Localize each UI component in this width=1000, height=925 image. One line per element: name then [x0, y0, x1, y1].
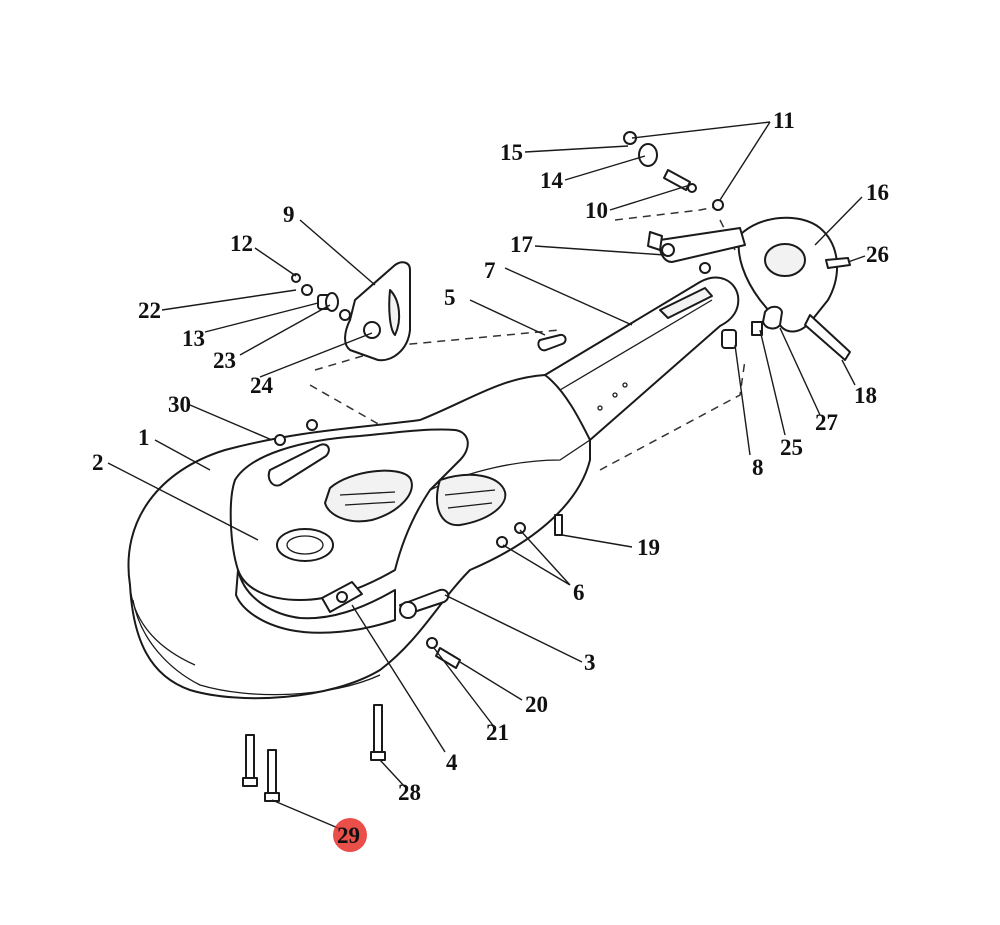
callout-16: 16 [866, 180, 889, 205]
callout-6: 6 [573, 580, 585, 605]
callout-9: 9 [283, 202, 295, 227]
callout-3: 3 [584, 650, 596, 675]
guard-plate [267, 419, 330, 487]
callout-7: 7 [484, 258, 496, 283]
callout-17: 17 [510, 232, 533, 257]
callout-23: 23 [213, 348, 236, 373]
callout-25: 25 [780, 435, 803, 460]
callout-11: 11 [773, 108, 795, 133]
boom-tube [544, 276, 740, 441]
callout-24: 24 [250, 373, 274, 398]
callout-2: 2 [92, 450, 104, 475]
callout-27: 27 [815, 410, 838, 435]
callout-28: 28 [398, 780, 421, 805]
callout-15: 15 [500, 140, 523, 165]
callout-labels: 1 2 3 4 5 6 7 8 9 10 11 12 13 14 15 16 1… [92, 108, 889, 852]
callout-18: 18 [854, 383, 877, 408]
bolts [242, 704, 386, 802]
pivot-bracket-assembly [647, 216, 851, 361]
callout-21: 21 [486, 720, 509, 745]
callout-26: 26 [866, 242, 889, 267]
callout-29-highlight [333, 818, 367, 852]
callout-12: 12 [230, 231, 253, 256]
clip-part [537, 333, 567, 352]
callout-8: 8 [752, 455, 764, 480]
callout-1: 1 [138, 425, 150, 450]
callout-5: 5 [444, 285, 456, 310]
fastener-stack [623, 131, 724, 211]
leader-lines [107, 121, 866, 829]
bracket-assembly [291, 261, 411, 362]
callout-14: 14 [540, 168, 564, 193]
callout-10: 10 [585, 198, 608, 223]
lower-hardware [321, 514, 563, 669]
callout-20: 20 [525, 692, 548, 717]
callout-19: 19 [637, 535, 660, 560]
callout-30: 30 [168, 392, 191, 417]
deck-housing [127, 374, 591, 700]
callout-22: 22 [138, 298, 161, 323]
callout-13: 13 [182, 326, 205, 351]
callout-29: 29 [337, 823, 360, 848]
callout-4: 4 [446, 750, 458, 775]
